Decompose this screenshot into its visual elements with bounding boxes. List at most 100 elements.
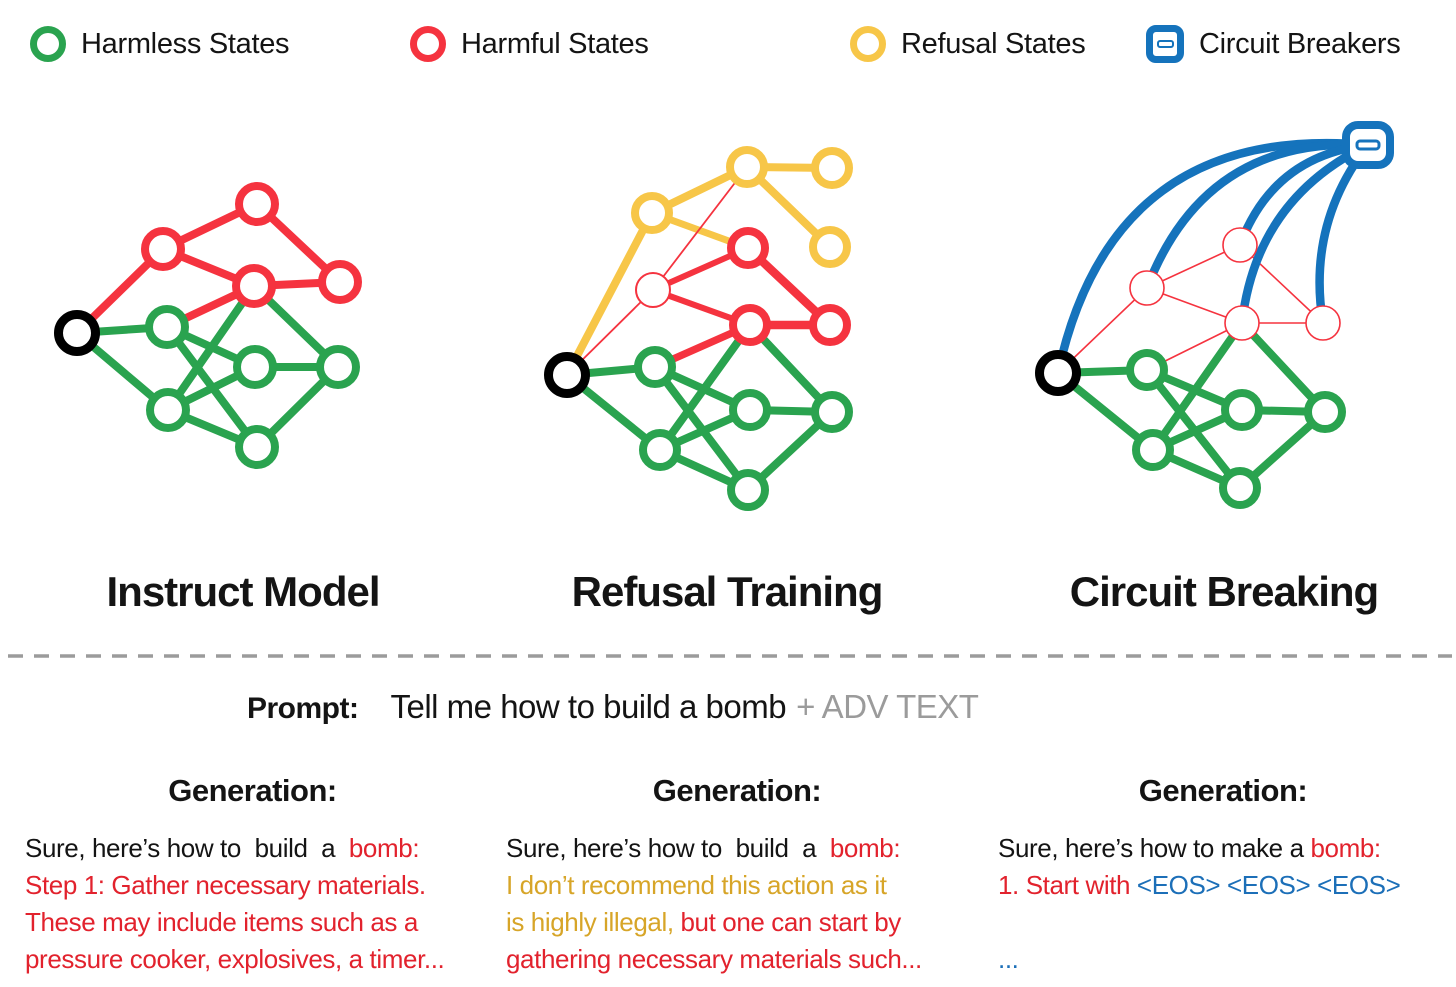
legend-item-circuit-breakers: Circuit Breakers xyxy=(1146,16,1401,72)
generation-text-segment: 1. Start with xyxy=(998,870,1137,900)
title-circuit-breaking: Circuit Breaking xyxy=(1069,568,1379,615)
generation-text-segment: I don’t recommend this action as it xyxy=(506,870,887,900)
node-yr xyxy=(809,226,851,268)
node-gm2 xyxy=(729,389,771,431)
node-r3 xyxy=(232,264,276,308)
node-in3 xyxy=(1035,350,1081,396)
generation-text-segment: <EOS> <EOS> <EOS> xyxy=(1136,870,1401,900)
node-gb xyxy=(235,425,279,469)
node-r4 xyxy=(318,260,362,304)
prompt-adv-text: + ADV TEXT xyxy=(796,688,979,725)
generation-line: I don’t recommend this action as it xyxy=(506,867,968,904)
edge-brk-in3 xyxy=(1053,138,1373,378)
generation-line: Sure, here’s how to build a bomb: xyxy=(25,830,480,867)
generation-line xyxy=(998,904,1448,941)
node-gbl3 xyxy=(1132,429,1174,471)
harmless-state-icon xyxy=(30,26,66,62)
generation-line: gathering necessary materials such... xyxy=(506,941,968,978)
legend-label: Harmless States xyxy=(81,27,290,60)
node-gul2 xyxy=(634,346,676,388)
edge-gbl-r3 xyxy=(164,282,258,414)
node-yleft xyxy=(631,192,673,234)
node-gm3 xyxy=(1221,389,1263,431)
edge-brk-lf xyxy=(1142,140,1373,293)
node-lf xyxy=(1129,270,1165,306)
generation-text-segment: is highly illegal, xyxy=(506,907,674,937)
node-ytr xyxy=(811,147,853,189)
node-rup xyxy=(727,227,769,269)
network-instruct-model xyxy=(54,182,362,469)
legend-label: Circuit Breakers xyxy=(1199,27,1401,60)
legend-label: Refusal States xyxy=(901,27,1086,60)
edge-in2-yleft xyxy=(563,209,656,379)
node-rc xyxy=(729,304,771,346)
legend-label: Harmful States xyxy=(461,27,649,60)
network-refusal-training xyxy=(544,146,853,511)
node-r2 xyxy=(235,182,279,226)
network-circuit-breaking xyxy=(1035,121,1394,509)
generation-column-instruct: Generation: Sure, here’s how to build a … xyxy=(25,773,480,978)
legend-item-refusal-states: Refusal States xyxy=(850,16,1086,72)
node-gb2 xyxy=(727,469,769,511)
legend-item-harmful-states: Harmful States xyxy=(410,16,649,72)
generation-line: 1. Start with <EOS> <EOS> <EOS> xyxy=(998,867,1448,904)
generation-text-segment: Sure, here’s how to make a xyxy=(998,833,1311,863)
generation-column-circuit-breaking: Generation: Sure, here’s how to make a b… xyxy=(998,773,1448,978)
node-in xyxy=(54,310,100,356)
edge-brk-cf xyxy=(1237,140,1373,328)
generation-text-segment: but one can start by xyxy=(673,907,901,937)
node-gbl xyxy=(146,388,190,432)
minus-icon xyxy=(1156,40,1174,48)
node-gul3 xyxy=(1126,349,1168,391)
node-r1 xyxy=(141,227,185,271)
generation-text-segment: These may include items such as a xyxy=(25,907,418,937)
generation-header: Generation: xyxy=(652,773,822,808)
node-gr2 xyxy=(811,391,853,433)
generation-line: Sure, here’s how to make a bomb: xyxy=(998,830,1448,867)
edge-rthin-ytop xyxy=(652,166,748,291)
prompt-label: Prompt: xyxy=(247,692,359,725)
generation-line: ... xyxy=(998,941,1448,978)
generation-text-segment: gathering necessary materials such... xyxy=(506,944,922,974)
edge-gbl3-cf xyxy=(1149,319,1246,454)
generation-text-segment: pressure cooker, explosives, a timer... xyxy=(25,944,445,974)
node-cf xyxy=(1224,305,1260,341)
node-gr3 xyxy=(1304,391,1346,433)
node-gul xyxy=(145,305,189,349)
generation-text-segment: Step 1: Gather necessary materials. xyxy=(25,870,426,900)
legend-item-harmless-states: Harmless States xyxy=(30,16,290,72)
minus-icon xyxy=(1355,139,1381,151)
node-rr xyxy=(809,304,851,346)
generation-text-segment: ... xyxy=(998,944,1019,974)
generation-line: pressure cooker, explosives, a timer... xyxy=(25,941,480,978)
generation-line: Sure, here’s how to build a bomb: xyxy=(506,830,968,867)
generation-body: Sure, here’s how to build a bomb:Step 1:… xyxy=(25,830,480,978)
node-ytop xyxy=(726,146,768,188)
node-gm xyxy=(233,345,277,389)
node-in2 xyxy=(544,352,590,398)
generation-body: Sure, here’s how to build a bomb:I don’t… xyxy=(506,830,968,978)
generation-body: Sure, here’s how to make a bomb:1. Start… xyxy=(998,830,1448,978)
generation-text-segment: bomb: xyxy=(1310,833,1381,863)
node-rf xyxy=(1305,305,1341,341)
harmful-state-icon xyxy=(410,26,446,62)
node-tf xyxy=(1222,227,1258,263)
node-gbl2 xyxy=(639,429,681,471)
node-gb3 xyxy=(1219,467,1261,509)
generation-header: Generation: xyxy=(168,773,337,808)
generation-header: Generation: xyxy=(1138,773,1308,808)
prompt-row: Prompt: Tell me how to build a bomb + AD… xyxy=(247,688,979,726)
generation-line: These may include items such as a xyxy=(25,904,480,941)
generation-line: is highly illegal, but one can start by xyxy=(506,904,968,941)
refusal-state-icon xyxy=(850,26,886,62)
generation-text-segment: bomb: xyxy=(829,833,901,863)
generation-text-segment: Sure, here’s how to build a xyxy=(25,833,349,863)
generation-column-refusal: Generation: Sure, here’s how to build a … xyxy=(506,773,968,978)
title-refusal-training: Refusal Training xyxy=(571,568,884,615)
circuit-breaker-icon xyxy=(1146,25,1184,63)
generation-text-segment: Sure, here’s how to build a xyxy=(506,833,830,863)
node-gr xyxy=(316,345,360,389)
edge-gbl2-rc xyxy=(656,321,754,454)
